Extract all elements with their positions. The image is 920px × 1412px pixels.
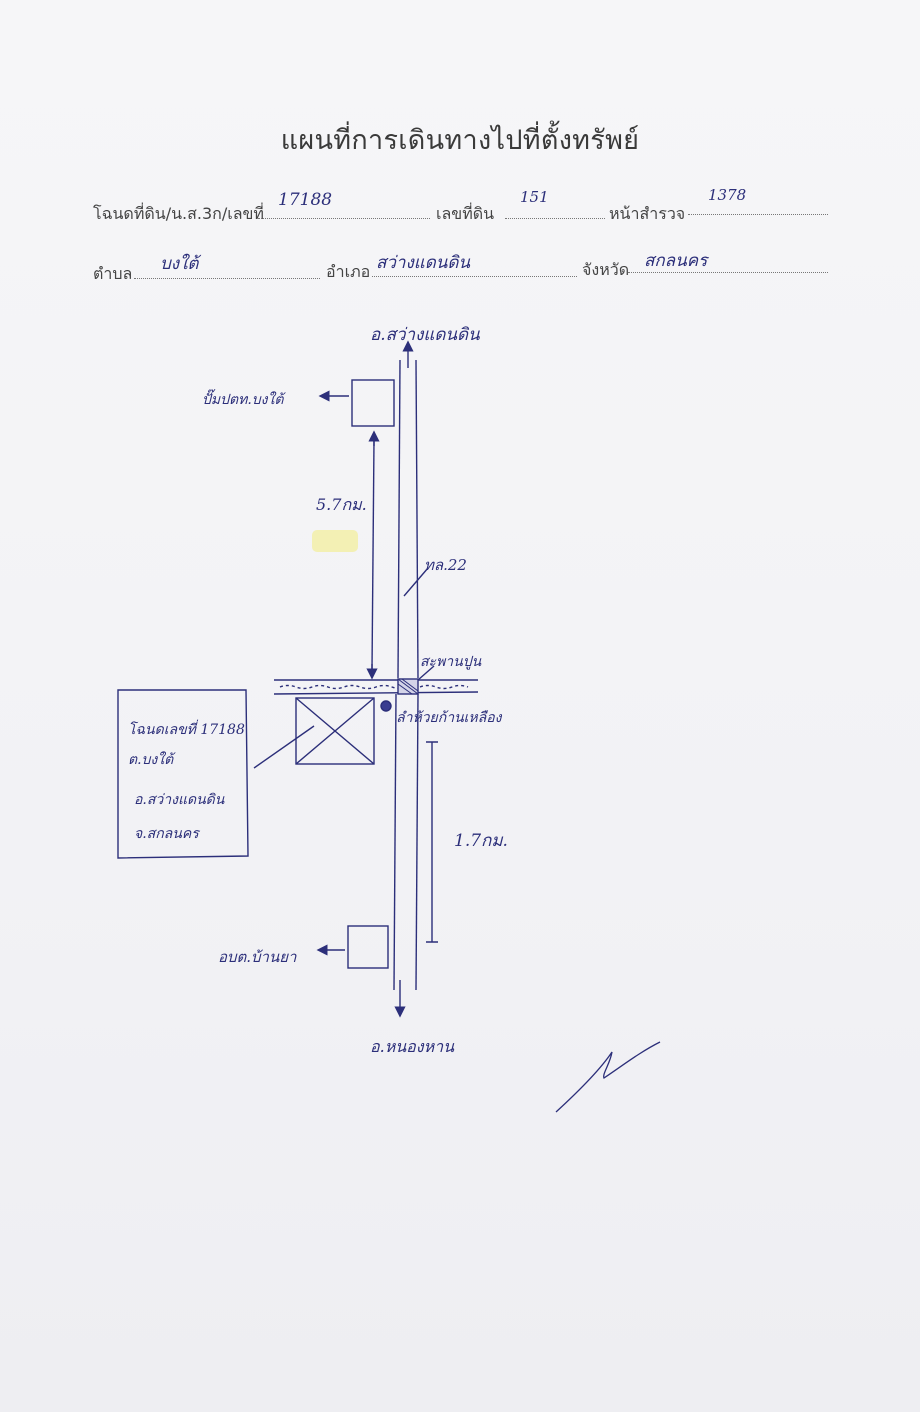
- deed-dotline: [258, 218, 430, 219]
- survey-page-dotline: [688, 214, 828, 215]
- deed-value: 17188: [278, 190, 333, 210]
- tambon-dotline: [134, 278, 320, 279]
- highway-line-left-top: [397, 359, 401, 679]
- land-no-label: เลขที่ดิน: [436, 204, 495, 223]
- bridge-label: สะพานปูน: [420, 654, 482, 670]
- parcel-line-4: จ.สกลนคร: [134, 826, 200, 842]
- stream-waves: [279, 684, 469, 690]
- parcel-callout-box: [117, 689, 249, 859]
- parcel-cross: [295, 697, 375, 765]
- north-destination-label: อ.สว่างแดนดิน: [370, 325, 480, 345]
- highlighter-mark: [312, 530, 358, 552]
- tambon-label: ตำบล: [93, 264, 133, 283]
- distance-top-label: 5.7กม.: [316, 495, 367, 514]
- highway-line-right-top: [415, 359, 419, 679]
- province-value: สกลนคร: [644, 251, 708, 271]
- parcel-line-3: อ.สว่างแดนดิน: [134, 792, 225, 808]
- ptt-station-label: ปั๊มปตท.บงใต้: [202, 389, 286, 408]
- stream-edge-bottom: [273, 691, 479, 695]
- sao-office-label: อบต.บ้านยา: [218, 948, 297, 966]
- land-no-dotline: [505, 218, 605, 219]
- highway-label: ทล.22: [424, 556, 467, 574]
- bridge-pointer: [417, 665, 435, 681]
- province-dotline: [628, 272, 828, 273]
- amphoe-label: อำเภอ: [326, 262, 371, 281]
- survey-page-label: หน้าสำรวจ: [609, 204, 686, 223]
- amphoe-value: สว่างแดนดิน: [376, 253, 471, 273]
- stream-label: ลำห้วยก้านเหลือง: [396, 710, 503, 726]
- highway-line-left-bottom: [393, 693, 397, 991]
- ptt-station-box: [351, 379, 395, 427]
- signature: [555, 1041, 661, 1113]
- deed-label: โฉนดที่ดิน/น.ส.3ก/เลขที่: [93, 204, 264, 223]
- sao-office-box: [347, 925, 389, 969]
- distance-bottom-label: 1.7กม.: [454, 831, 508, 851]
- parcel-line-2: ต.บงใต้: [128, 751, 176, 768]
- survey-page-value: 1378: [708, 186, 747, 204]
- parcel-line-1: โฉนดเลขที่ 17188: [128, 719, 245, 738]
- amphoe-dotline: [372, 276, 577, 277]
- parcel-box: [295, 697, 375, 765]
- highway-line-right-bottom: [415, 693, 419, 991]
- province-label: จังหวัด: [582, 260, 630, 279]
- page-title: แผนที่การเดินทางไปที่ตั้งทรัพย์: [280, 125, 640, 156]
- highway-pointer: [403, 567, 429, 597]
- stream-marker: [380, 700, 392, 712]
- parcel-pointer: [253, 725, 315, 769]
- tambon-value: บงใต้: [160, 254, 199, 274]
- south-destination-label: อ.หนองหาน: [370, 1037, 455, 1056]
- distance-top-line: [371, 439, 375, 671]
- land-no-value: 151: [520, 188, 549, 206]
